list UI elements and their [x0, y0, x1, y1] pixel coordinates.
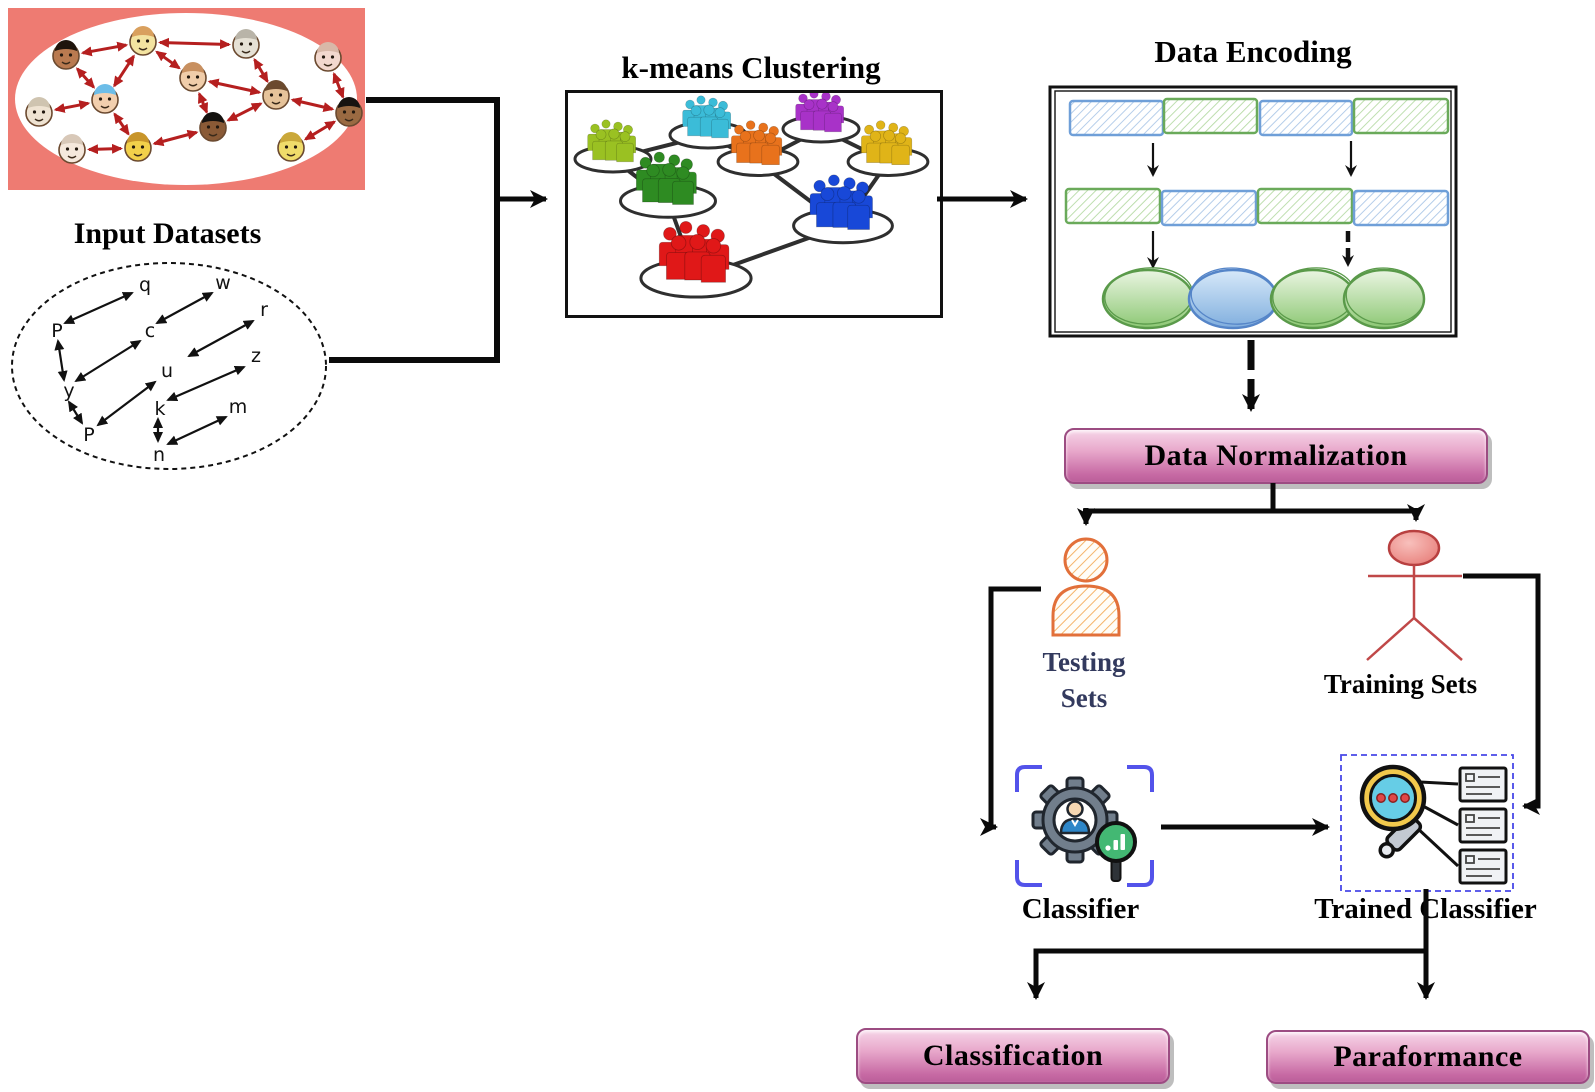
letter-r: r: [260, 299, 268, 321]
classification-box: Classification: [856, 1028, 1170, 1084]
training-sets-label: Training Sets: [1323, 669, 1478, 699]
magnifier-documents-icon: [1340, 754, 1514, 892]
classifier-label: Classifier: [1021, 893, 1140, 925]
gear-icon: [1031, 776, 1119, 864]
input-datasets-title: Input Datasets: [40, 218, 295, 250]
doc-links: [1413, 780, 1460, 868]
magnifier-icon: [1359, 764, 1427, 859]
letter-p2: P: [83, 424, 94, 446]
data-normalization-box: Data Normalization: [1064, 428, 1488, 484]
document-icons: [1458, 766, 1508, 885]
sketched-person-icon: [1051, 537, 1121, 637]
letter-m: m: [229, 396, 248, 418]
social-network-image: [8, 8, 365, 190]
trained-classifier-label: Trained Classifier: [1314, 893, 1537, 925]
gear-person-magnifier-icon: [1015, 765, 1154, 887]
encoding-row-1: [1068, 97, 1450, 137]
stick-figure-icon: [1366, 529, 1463, 661]
classification-label: Classification: [922, 1039, 1104, 1072]
kmeans-image: [565, 90, 943, 318]
letter-c: c: [145, 320, 155, 342]
letter-u: y: [63, 380, 74, 402]
letter-p1: P: [51, 320, 62, 342]
data-encoding-box: [1048, 85, 1458, 338]
person-head: [1066, 800, 1084, 818]
encoding-arrows-2: [1147, 231, 1354, 269]
clustered-people-icon: [573, 93, 930, 299]
input-datasets-label: Input Datasets: [73, 217, 262, 250]
performance-box: Paraformance: [1266, 1030, 1590, 1084]
letter-y: u: [161, 360, 173, 382]
data-normalization-label: Data Normalization: [1144, 439, 1408, 472]
social-network-graph-icon: [15, 13, 363, 185]
dataset-arrows: [54, 291, 255, 445]
letter-q: q: [139, 274, 151, 296]
data-encoding-title: Data Encoding: [1048, 34, 1458, 69]
encoding-ovals: [1101, 267, 1426, 330]
encoding-border-inner: [1054, 90, 1452, 333]
letter-k: k: [154, 398, 165, 420]
letter-z: z: [251, 345, 261, 367]
testing-sets-line1: Testing: [1042, 647, 1126, 677]
input-datasets-ellipse: q w r P c z y u k m P n: [11, 262, 327, 470]
encoding-arrows-1: [1147, 141, 1357, 177]
kmeans-title-label: k-means Clustering: [621, 50, 881, 85]
kmeans-title: k-means Clustering: [565, 50, 937, 85]
testing-sets-line2: Sets: [1060, 683, 1108, 714]
chart-magnifier-icon: [1095, 821, 1137, 882]
dataset-letters: q w r P c z y u k m P n: [51, 272, 268, 466]
testing-sets-label: Testing Sets: [1008, 644, 1160, 717]
performance-label: Paraformance: [1333, 1040, 1523, 1073]
letter-w: w: [215, 272, 231, 294]
data-encoding-title-label: Data Encoding: [1154, 34, 1352, 69]
encoding-row-2: [1064, 187, 1450, 227]
letter-n: n: [153, 444, 165, 466]
